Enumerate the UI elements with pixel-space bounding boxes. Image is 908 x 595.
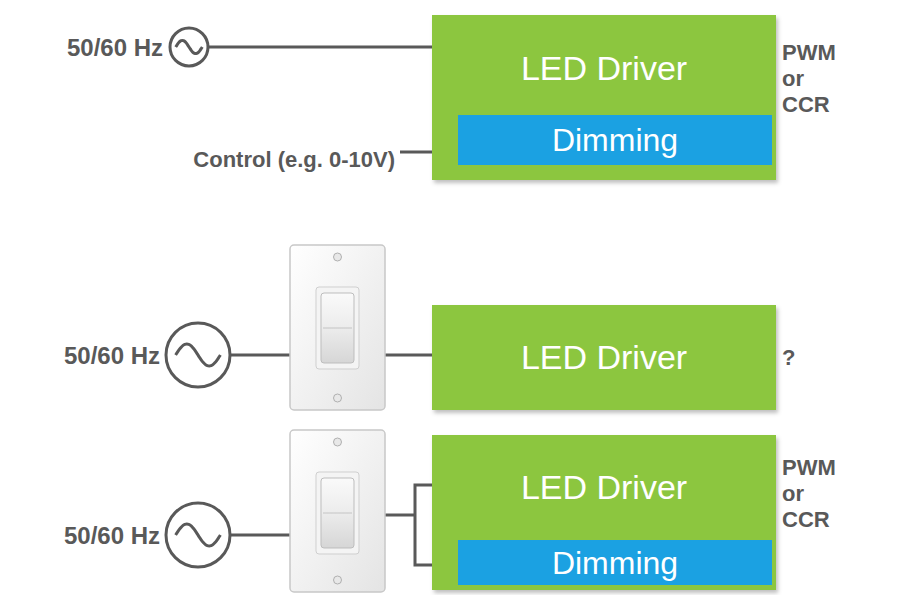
switch-illustration (290, 245, 385, 410)
switch-rocker (321, 293, 354, 363)
mains-wire (230, 354, 292, 357)
control-label: Control (e.g. 0-10V) (193, 147, 395, 173)
screw (334, 438, 342, 446)
driver-box: LED Driver (432, 305, 776, 410)
frequency-label: 50/60 Hz (67, 33, 163, 62)
driver-box: LED DriverDimming (432, 435, 776, 590)
dimming-band: Dimming (458, 115, 772, 165)
frequency-label: 50/60 Hz (64, 341, 160, 370)
sine-wave (176, 524, 221, 546)
rocker-edge (323, 328, 352, 329)
frequency-label: 50/60 Hz (64, 521, 160, 550)
source-circle (166, 503, 230, 567)
mains-wire (230, 534, 292, 537)
switch-frame (316, 287, 359, 369)
sine-wave (176, 40, 203, 53)
output-label: PWM or CCR (782, 455, 836, 533)
source-circle (166, 323, 230, 387)
box-title: LED Driver (432, 468, 776, 507)
box-title: LED Driver (432, 49, 776, 88)
screw (334, 576, 342, 584)
switch-illustration (290, 430, 385, 592)
box-title: Dimming (458, 122, 772, 159)
ac-sources (166, 28, 230, 567)
mains-wire (208, 46, 432, 49)
ac-source-symbol (166, 323, 230, 387)
ac-source-symbol (170, 28, 208, 66)
driver-box: LED DriverDimming (432, 15, 776, 180)
switch-wire (383, 514, 415, 517)
source-circle (170, 28, 208, 66)
screw (334, 394, 342, 402)
sine-wave (176, 344, 221, 366)
screw (334, 253, 342, 261)
switch-rocker (321, 478, 354, 548)
switch-plate (290, 430, 385, 592)
switch-wire (383, 354, 432, 357)
dimming-band: Dimming (458, 540, 772, 585)
box-title: Dimming (458, 545, 772, 582)
switch-plate (290, 245, 385, 410)
box-title: LED Driver (432, 338, 776, 377)
output-label: PWM or CCR (782, 40, 836, 118)
dimmer-switches (290, 245, 385, 592)
output-label: ? (782, 345, 795, 371)
ac-source-symbol (166, 503, 230, 567)
rocker-edge (323, 513, 352, 514)
switch-frame (316, 472, 359, 554)
